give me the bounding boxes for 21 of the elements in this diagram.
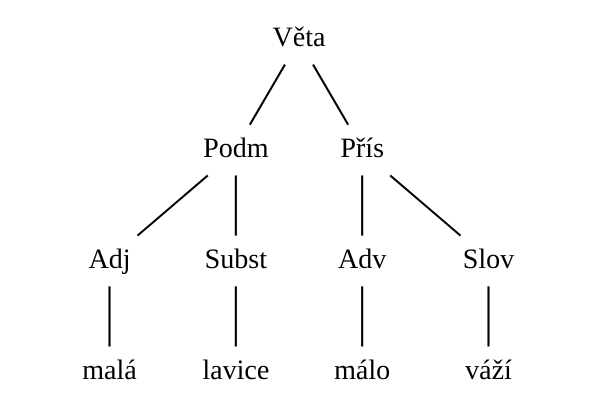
node-text: váží [464,354,512,386]
connector [248,64,286,126]
node-text: Subst [204,244,267,275]
node-text: Slov [462,244,514,275]
connector [234,175,236,236]
connector [136,174,208,236]
node-text: malá [82,354,136,386]
node-text: Podm [202,133,268,164]
node-text: málo [334,354,390,386]
node-text: Adv [337,244,386,275]
connector [360,175,363,236]
connector [312,64,349,126]
node-text: Adj [88,244,130,275]
connector [486,286,490,346]
connector [389,174,461,236]
node-text: lavice [202,354,269,386]
node-text: Věta [272,22,325,54]
connector [234,286,236,346]
connector [360,286,363,346]
node-text: Přís [340,133,384,164]
connector [108,286,110,346]
